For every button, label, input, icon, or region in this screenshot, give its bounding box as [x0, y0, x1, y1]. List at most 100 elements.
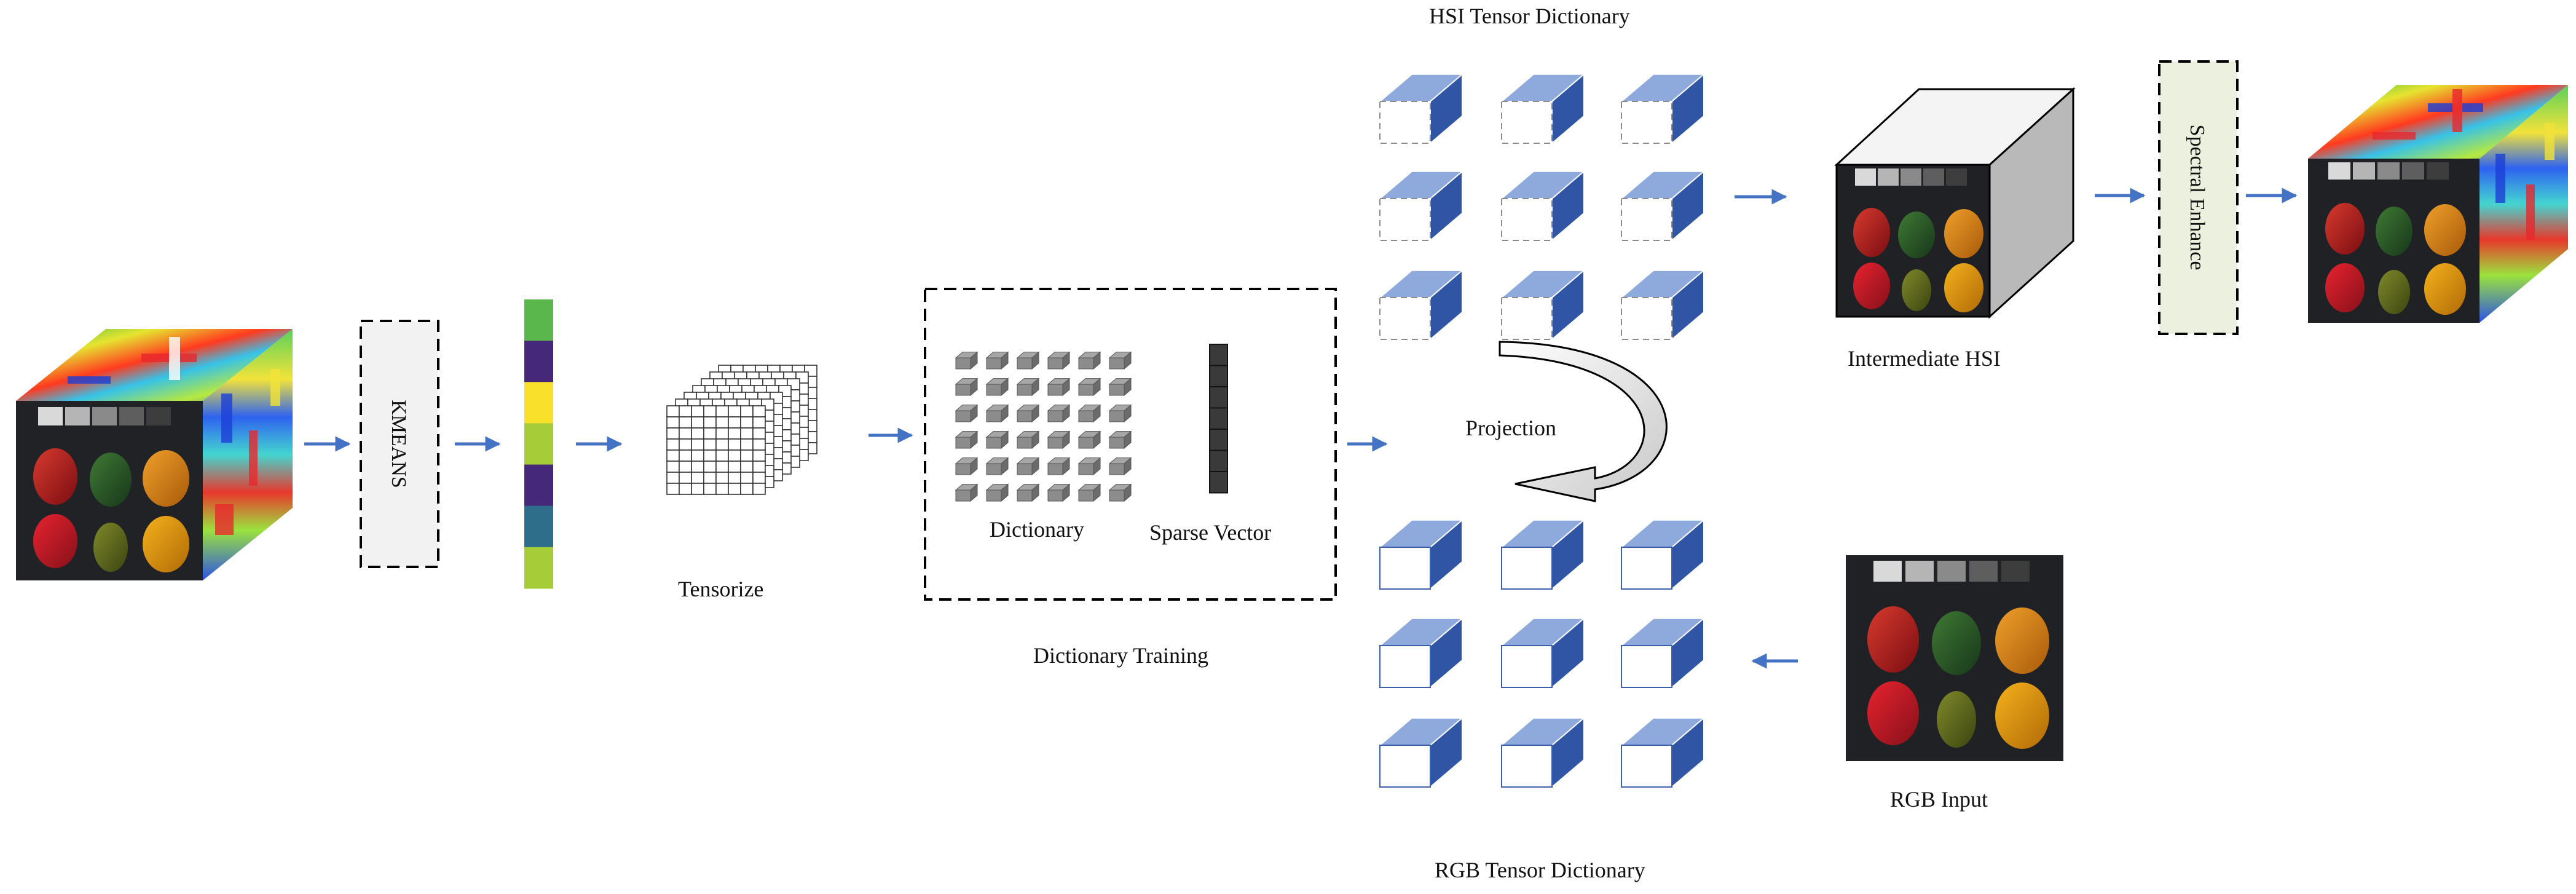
atom-front [1379, 547, 1431, 590]
atom-front [955, 410, 971, 422]
dictionary-atom [1016, 351, 1040, 370]
dictionary-atom [1016, 457, 1040, 476]
tensor-cell [703, 416, 717, 429]
input-peppers [33, 448, 189, 572]
tensor-cell [703, 483, 717, 495]
tensor-cell [691, 449, 704, 462]
atom-front [1379, 101, 1431, 144]
rgb-tensor-atom [1500, 518, 1586, 591]
intermediate-peppers [1853, 208, 1983, 312]
dictionary-atom [955, 430, 979, 449]
atom-front [986, 437, 1002, 449]
dictionary-atom [985, 457, 1009, 476]
dictionary-atom [1016, 483, 1040, 502]
dictionary-atom [1047, 351, 1071, 370]
dictionary-atom [1047, 430, 1071, 449]
atom-front [1047, 384, 1063, 396]
tensor-cell [715, 405, 729, 417]
tensor-cell [728, 427, 741, 440]
atom-front [1047, 463, 1063, 475]
hsi-tensor-atom [1378, 269, 1464, 341]
rgb-tensor-atom [1378, 617, 1464, 689]
dictionary-atom [955, 457, 979, 476]
atom-front [1017, 357, 1033, 370]
tensor-cell [703, 449, 717, 462]
dictionary-training-box: Dictionary Sparse Vector [924, 288, 1337, 601]
dictionary-atoms [955, 351, 1132, 502]
atom-front [1501, 198, 1553, 241]
atom-front [1621, 297, 1672, 340]
tensor-cell [691, 461, 704, 473]
tensor-cell [679, 449, 692, 462]
tensor-cell [691, 438, 704, 451]
tensor-cell [703, 405, 717, 417]
tensor-cell [728, 461, 741, 473]
tensor-cell [715, 472, 729, 484]
tensor-cell [752, 461, 766, 473]
atom-front [1621, 198, 1672, 241]
tensor-cell [666, 461, 680, 473]
tensor-cell [666, 449, 680, 462]
output-peppers [2325, 203, 2466, 315]
sparse-coefficient [1209, 386, 1228, 409]
tensor-cell [752, 472, 766, 484]
atom-front [1621, 547, 1672, 590]
rgb-tensor-dictionary [1378, 518, 1706, 789]
tensor-cell [691, 405, 704, 417]
hsi-tensor-atom [1620, 170, 1706, 242]
cluster-segment [524, 341, 553, 382]
atom-front [1379, 198, 1431, 241]
tensor-cell [703, 472, 717, 484]
tensor-cell [740, 427, 754, 440]
dictionary-atom [1077, 378, 1101, 397]
tensor-cell [715, 483, 729, 495]
sparse-vector [1209, 344, 1228, 494]
dictionary-atom [1108, 457, 1132, 476]
atom-front [986, 357, 1002, 370]
atom-front [1109, 357, 1125, 370]
tensor-cell [703, 427, 717, 440]
dictionary-atom [1047, 457, 1071, 476]
tensor-cell [728, 405, 741, 417]
dictionary-atom [1108, 404, 1132, 423]
tensor-cell [666, 483, 680, 495]
rgb-tensor-atom [1500, 716, 1586, 789]
tensor-cell [740, 449, 754, 462]
tensor-cell [740, 405, 754, 417]
tensor-cell [679, 427, 692, 440]
tensor-cell [715, 427, 729, 440]
projection-label: Projection [1465, 416, 1556, 440]
rgb-tensor-atom [1620, 518, 1706, 591]
atom-front [1379, 297, 1431, 340]
sparse-vector-label: Sparse Vector [1149, 520, 1271, 545]
dictionary-atom [985, 483, 1009, 502]
hsi-tensor-atom [1620, 269, 1706, 341]
tensor-cell [740, 461, 754, 473]
tensor-cell [679, 438, 692, 451]
atom-front [1109, 384, 1125, 396]
atom-front [1078, 463, 1094, 475]
dictionary-atom [985, 351, 1009, 370]
atom-front [1017, 410, 1033, 422]
tensor-cell [679, 472, 692, 484]
hsi-tensor-atom [1500, 170, 1586, 242]
tensor-cell [691, 416, 704, 429]
sparse-coefficient [1209, 344, 1228, 366]
dictionary-atom [1016, 404, 1040, 423]
tensor-cell [752, 416, 766, 429]
dictionary-atom [1108, 430, 1132, 449]
rgb-tensor-atom [1500, 617, 1586, 689]
rgb-color-checker [1873, 561, 2030, 582]
dictionary-atom [955, 404, 979, 423]
intermediate-color-checker [1855, 168, 1967, 186]
tensor-cell [728, 416, 741, 429]
tensor-cell [691, 483, 704, 495]
tensor-cell [728, 438, 741, 451]
dictionary-atom [1016, 430, 1040, 449]
atom-front [1047, 437, 1063, 449]
dictionary-label: Dictionary [990, 517, 1084, 542]
dictionary-atom [1077, 351, 1101, 370]
kmeans-box: KMEANS [360, 320, 439, 568]
output-cube-top [2308, 85, 2568, 159]
tensor-cell [703, 438, 717, 451]
